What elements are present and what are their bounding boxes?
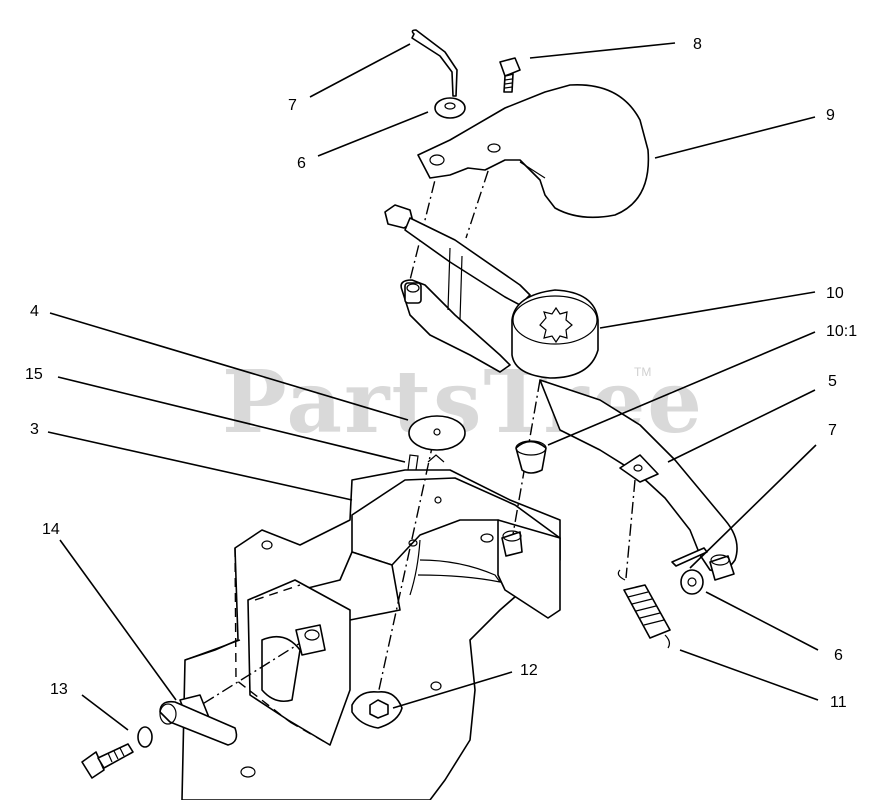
- spacer-14: [159, 694, 238, 746]
- callout-8: 8: [693, 36, 702, 53]
- washer-lower: [680, 569, 704, 595]
- callout-4: 4: [30, 303, 39, 320]
- callout-6-top: 6: [297, 155, 306, 172]
- callout-14: 14: [42, 521, 60, 538]
- cotter-pin-top: [411, 29, 458, 97]
- hidden-lines: [234, 547, 331, 746]
- plate-9: [417, 84, 650, 219]
- callout-13: 13: [50, 681, 68, 698]
- pin-15: [407, 454, 445, 504]
- hub-10: [511, 289, 599, 379]
- callout-5: 5: [828, 373, 837, 390]
- bushing-10-1: [515, 440, 547, 474]
- spring-11: [617, 569, 671, 649]
- callout-15: 15: [25, 366, 43, 383]
- bracket: [247, 477, 561, 746]
- screw-8: [499, 57, 521, 93]
- arm-end-pin: [709, 554, 735, 581]
- bolt-13: [81, 743, 134, 779]
- callout-12: 12: [520, 662, 538, 679]
- bracket-pin: [501, 530, 523, 557]
- bracket-stud: [295, 624, 326, 656]
- callout-7-top: 7: [288, 97, 297, 114]
- control-lever: [384, 204, 531, 373]
- frame-plate: [181, 469, 561, 800]
- callout-11: 11: [830, 694, 847, 711]
- callout-10: 10: [826, 285, 844, 302]
- leader-lines: [47, 42, 819, 731]
- callout-6-lower: 6: [834, 647, 843, 664]
- callout-3: 3: [30, 421, 39, 438]
- callout-10-1: 10:1: [826, 323, 857, 340]
- callout-labels: 7 8 6 9 10 4 10:1 15 5 3 7 14 12 6 13 11: [25, 36, 857, 711]
- washer-4: [408, 415, 466, 451]
- washer-13: [137, 726, 153, 748]
- callout-7-lower: 7: [828, 422, 837, 439]
- washer-top: [434, 97, 466, 119]
- callout-9: 9: [826, 107, 835, 124]
- nut-12: [351, 690, 403, 729]
- trademark-mark: TM: [634, 365, 651, 379]
